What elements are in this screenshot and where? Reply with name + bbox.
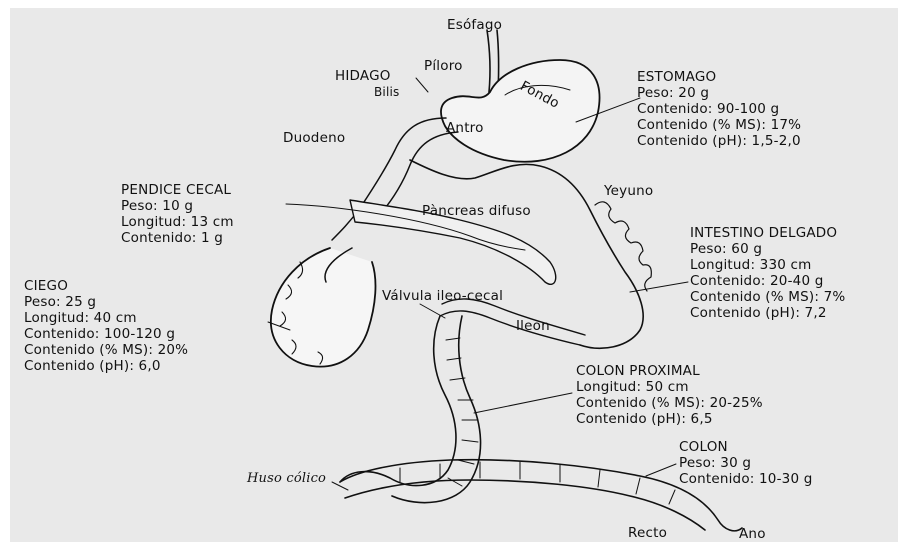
label-esofago: Esófago xyxy=(447,17,502,33)
stomach-shape xyxy=(441,60,600,162)
label-pancreas: Pàncreas difuso xyxy=(422,203,531,219)
block-intestino-delgado: INTESTINO DELGADO Peso: 60 g Longitud: 3… xyxy=(690,225,845,321)
apendice-title: PENDICE CECAL xyxy=(121,182,234,198)
callout-colon-proximal xyxy=(474,393,572,413)
callout-huso xyxy=(332,482,348,490)
intestino-title: INTESTINO DELGADO xyxy=(690,225,845,241)
estomago-line: Contenido (% MS): 17% xyxy=(637,117,801,133)
intestino-line: Peso: 60 g xyxy=(690,241,845,257)
colon-proximal-line: Longitud: 50 cm xyxy=(576,379,763,395)
colon-proximal-title: COLON PROXIMAL xyxy=(576,363,763,379)
ciego-line: Contenido (% MS): 20% xyxy=(24,342,188,358)
intestino-line: Contenido (pH): 7,2 xyxy=(690,305,845,321)
block-colon-proximal: COLON PROXIMAL Longitud: 50 cm Contenido… xyxy=(576,363,763,427)
cecum-shape xyxy=(271,248,376,367)
block-ciego: CIEGO Peso: 25 g Longitud: 40 cm Conteni… xyxy=(24,278,188,374)
ciego-line: Peso: 25 g xyxy=(24,294,188,310)
ileum-shape xyxy=(440,299,585,345)
block-colon: COLON Peso: 30 g Contenido: 10-30 g xyxy=(679,439,813,487)
colon-line: Peso: 30 g xyxy=(679,455,813,471)
callout-intestino xyxy=(630,282,688,292)
label-duodeno: Duodeno xyxy=(283,130,345,146)
label-bilis: Bilis xyxy=(374,84,400,100)
colon-proximal-line: Contenido (% MS): 20-25% xyxy=(576,395,763,411)
colon-title: COLON xyxy=(679,439,813,455)
apendice-line: Peso: 10 g xyxy=(121,198,234,214)
estomago-line: Contenido (pH): 1,5-2,0 xyxy=(637,133,801,149)
intestino-line: Contenido: 20-40 g xyxy=(690,273,845,289)
label-recto: Recto xyxy=(628,525,667,541)
estomago-title: ESTOMAGO xyxy=(637,69,801,85)
label-ileon: Ileon xyxy=(516,318,550,334)
label-ano: Ano xyxy=(739,526,766,542)
intestino-line: Contenido (% MS): 7% xyxy=(690,289,845,305)
ciego-line: Contenido (pH): 6,0 xyxy=(24,358,188,374)
label-antro: Antro xyxy=(446,120,484,136)
estomago-line: Peso: 20 g xyxy=(637,85,801,101)
estomago-line: Contenido: 90-100 g xyxy=(637,101,801,117)
apendice-line: Contenido: 1 g xyxy=(121,230,234,246)
callout-colon xyxy=(646,464,676,476)
label-piloro: Píloro xyxy=(424,58,463,74)
callout-valvula xyxy=(420,304,445,318)
callout-hidago xyxy=(416,78,428,92)
block-apendice-cecal: PENDICE CECAL Peso: 10 g Longitud: 13 cm… xyxy=(121,182,234,246)
ciego-line: Longitud: 40 cm xyxy=(24,310,188,326)
label-hidago: HIDAGO xyxy=(335,68,391,84)
ciego-line: Contenido: 100-120 g xyxy=(24,326,188,342)
jejunum-folds xyxy=(595,202,651,291)
label-valvula: Válvula ileo-cecal xyxy=(382,288,503,304)
colon-proximal-line: Contenido (pH): 6,5 xyxy=(576,411,763,427)
label-huso-colico: Huso cólico xyxy=(247,471,326,487)
apendice-line: Longitud: 13 cm xyxy=(121,214,234,230)
block-estomago: ESTOMAGO Peso: 20 g Contenido: 90-100 g … xyxy=(637,69,801,149)
ciego-title: CIEGO xyxy=(24,278,188,294)
label-yeyuno: Yeyuno xyxy=(604,183,653,199)
colon-line: Contenido: 10-30 g xyxy=(679,471,813,487)
intestino-line: Longitud: 330 cm xyxy=(690,257,845,273)
